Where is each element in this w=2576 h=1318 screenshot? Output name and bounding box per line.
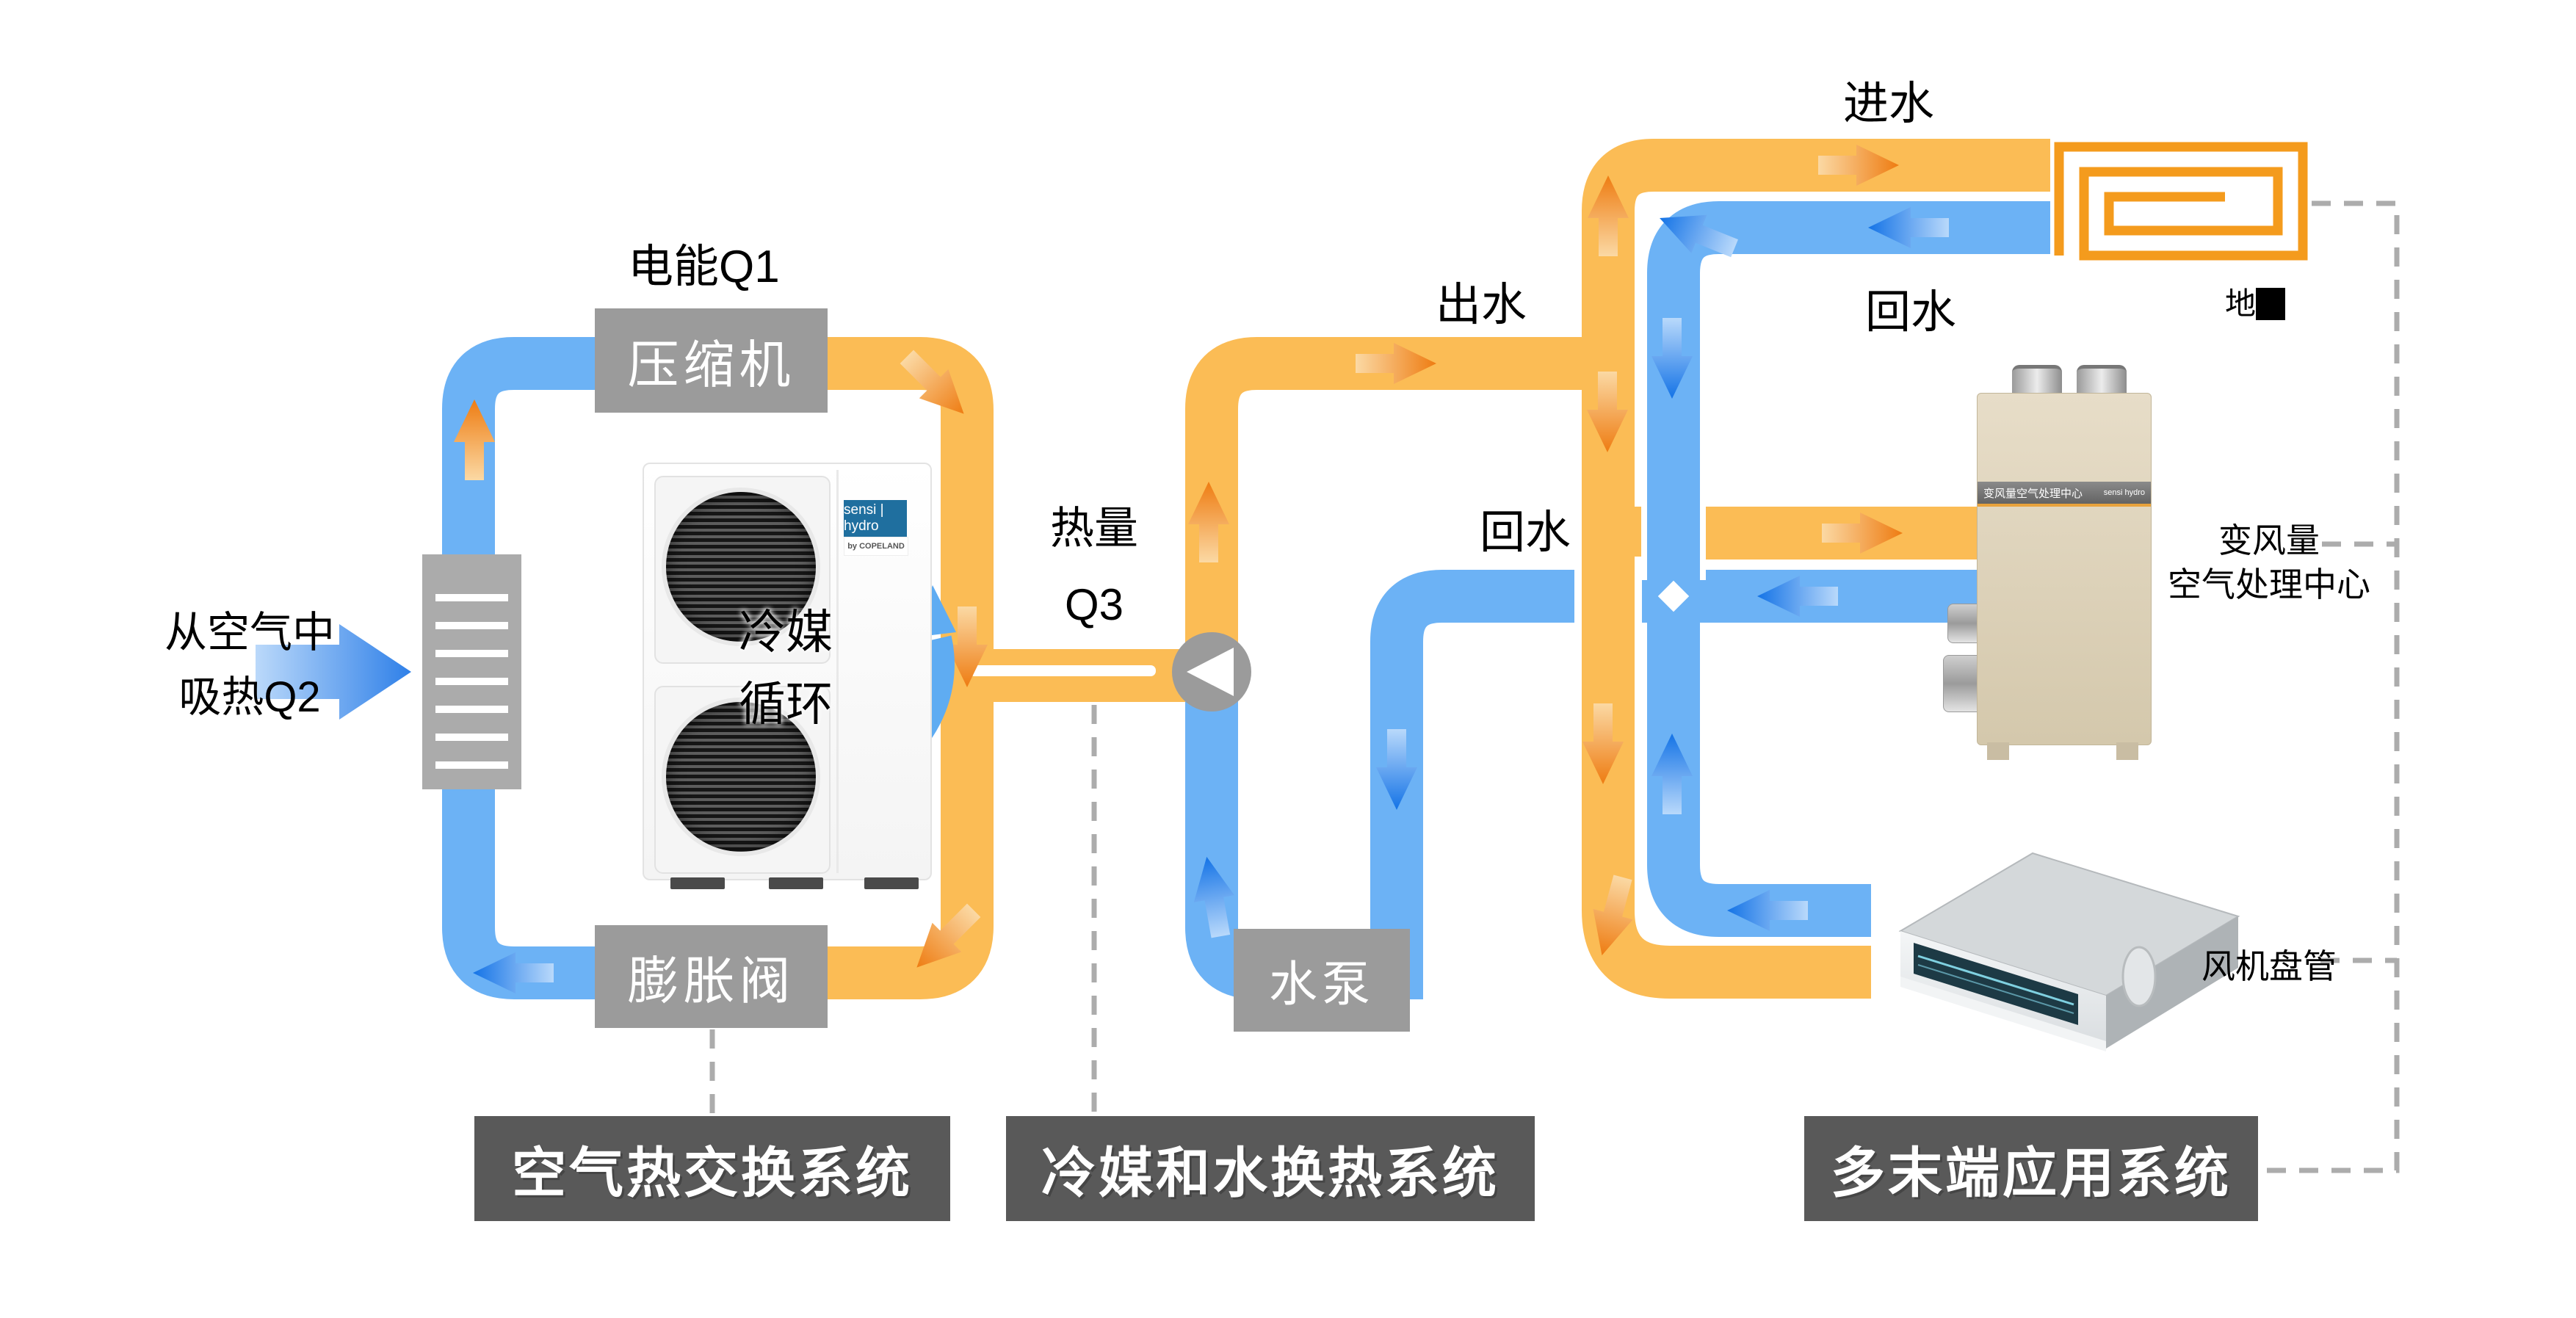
- fan-coil-label: 风机盘管: [2201, 947, 2337, 985]
- electric-energy-label: 电能Q1: [628, 242, 780, 292]
- pipe-supply-riser: [1185, 337, 1608, 665]
- floor-heating-coil-icon: [2054, 142, 2308, 261]
- ahu-foot: [2116, 742, 2138, 760]
- brand-badge-sub: by COPELAND: [844, 537, 908, 556]
- absorb-heat-line2: 吸热Q2: [178, 673, 321, 721]
- system-label-1: 空气热交换系统: [512, 1143, 913, 1203]
- system-box-multi-terminal: 多末端应用系统: [1804, 1116, 2258, 1221]
- compressor-label: 压缩机: [627, 336, 795, 394]
- fan-bottom-icon: [666, 702, 816, 852]
- floor-heating-label-glyph-box: [2256, 288, 2286, 320]
- heat-q3-label: 热量 Q3: [1013, 490, 1175, 643]
- ahu-band-label: 变风量空气处理中心: [1983, 487, 2083, 500]
- return-water-top-label: 回水: [1865, 287, 1957, 338]
- expansion-valve-box: 膨胀阀: [595, 925, 828, 1028]
- ahu-foot: [1987, 742, 2009, 760]
- system-box-air-heat-exchange: 空气热交换系统: [474, 1116, 950, 1221]
- brand-badge: sensi | hydro: [844, 500, 907, 537]
- return-water-mid-label: 回水: [1480, 507, 1571, 558]
- outdoor-unit: sensi | hydro by COPELAND: [643, 463, 932, 889]
- pipe-return-drop: [1370, 570, 1990, 973]
- ahu-duct-collar-icon: [2077, 365, 2127, 398]
- heat-q3-line2: Q3: [1064, 580, 1124, 629]
- floor-heating-label-text: 地: [2225, 286, 2257, 321]
- outdoor-unit-panel-divider: [836, 470, 839, 873]
- absorb-heat-line1: 从空气中: [164, 609, 335, 656]
- vav-ahu-label: 变风量 空气处理中心: [2163, 518, 2376, 607]
- dashed-connectors: [709, 200, 2400, 1173]
- absorb-heat-arrow-icon: [256, 624, 411, 720]
- ahu-band: 变风量空气处理中心 sensi hydro: [1978, 482, 2151, 507]
- system-box-refrigerant-water: 冷媒和水换热系统: [1006, 1116, 1535, 1221]
- floor-heating-label: 地: [2225, 279, 2286, 324]
- vav-line2: 空气处理中心: [2168, 565, 2370, 604]
- refrigerant-cycle-line1: 冷媒: [739, 606, 833, 659]
- air-heat-exchanger-icon: [422, 554, 521, 789]
- fan-top-icon: [666, 492, 816, 642]
- heat-exchanger-fins: [435, 573, 508, 770]
- plate-heat-exchanger-line: [969, 665, 1156, 676]
- unit-foot: [864, 877, 919, 889]
- refrigerant-cycle-label: 冷媒 循环: [683, 596, 889, 740]
- fan-coil-unit-icon: [1898, 852, 2240, 1051]
- system-label-3: 多末端应用系统: [1831, 1143, 2232, 1203]
- system-label-2: 冷媒和水换热系统: [1041, 1143, 1499, 1203]
- pump-circle-icon: [1172, 632, 1251, 711]
- ahu-band-brand: sensi hydro: [2103, 488, 2145, 497]
- vav-line1: 变风量: [2218, 521, 2320, 560]
- heat-q3-line1: 热量: [1050, 504, 1138, 553]
- compressor-box: 压缩机: [595, 308, 828, 413]
- unit-foot: [670, 877, 725, 889]
- absorb-heat-label: 从空气中 吸热Q2: [95, 601, 404, 730]
- in-water-label: 进水: [1843, 79, 1935, 129]
- water-pump-box: 水泵: [1234, 929, 1410, 1032]
- ahu-unit: 变风量空气处理中心 sensi hydro: [1977, 393, 2152, 745]
- out-water-label: 出水: [1436, 280, 1527, 330]
- water-pump-label: 水泵: [1269, 957, 1375, 1011]
- refrigerant-cycle-line2: 循环: [739, 678, 833, 731]
- ahu-pipe-stub-icon: [1943, 655, 1981, 712]
- unit-foot: [769, 877, 823, 889]
- expansion-valve-label: 膨胀阀: [627, 952, 795, 1010]
- ahu-duct-collar-icon: [2012, 365, 2062, 398]
